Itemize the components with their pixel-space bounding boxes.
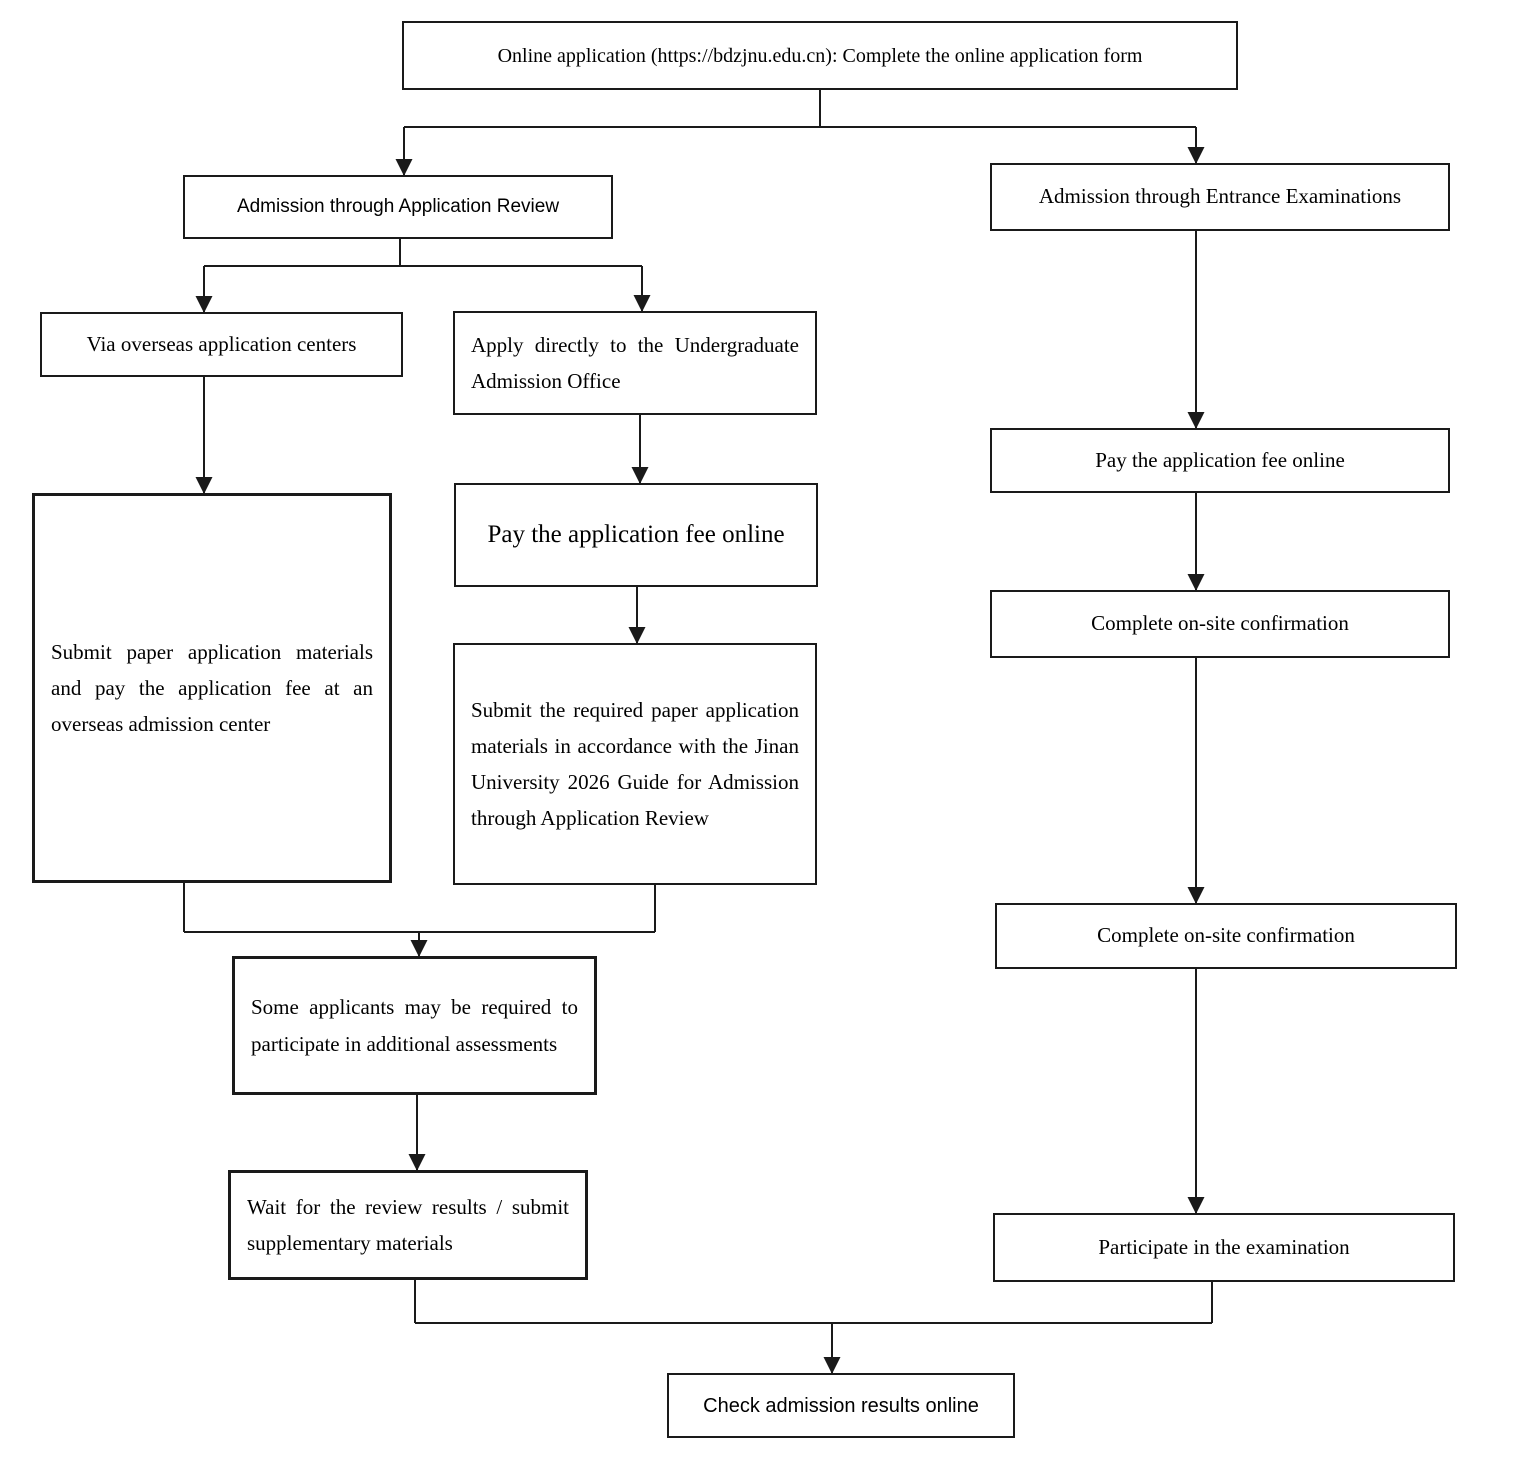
node-pay-fee-review: Pay the application fee online: [454, 483, 818, 587]
node-admission-application-review: Admission through Application Review: [183, 175, 613, 239]
node-label: Complete on-site confirmation: [1091, 611, 1349, 636]
node-online-application: Online application (https://bdzjnu.edu.c…: [402, 21, 1238, 90]
node-label: Admission through Application Review: [236, 195, 560, 217]
node-label: Via overseas application centers: [86, 331, 357, 356]
node-label: Online application (https://bdzjnu.edu.c…: [497, 44, 1143, 67]
node-label: Check admission results online: [703, 1394, 979, 1417]
node-submit-overseas-materials: Submit paper application materials and p…: [32, 493, 392, 883]
node-admission-entrance-exams: Admission through Entrance Examinations: [990, 163, 1450, 231]
node-participate-exam: Participate in the examination: [993, 1213, 1455, 1282]
node-apply-directly: Apply directly to the Undergraduate Admi…: [453, 311, 817, 415]
flow-connectors: [183, 90, 1213, 1374]
node-label: Submit the required paper application ma…: [471, 697, 799, 831]
node-label: Some applicants may be required to parti…: [251, 995, 578, 1056]
node-check-results: Check admission results online: [667, 1373, 1015, 1438]
node-label: Participate in the examination: [1098, 1234, 1350, 1259]
node-label: Pay the application fee online: [1095, 447, 1345, 472]
node-pay-fee-exam: Pay the application fee online: [990, 428, 1450, 493]
node-label: Submit paper application materials and p…: [51, 639, 373, 737]
node-onsite-confirmation-2: Complete on-site confirmation: [995, 903, 1457, 969]
node-onsite-confirmation-1: Complete on-site confirmation: [990, 590, 1450, 658]
node-submit-required-materials: Submit the required paper application ma…: [453, 643, 817, 885]
node-label: Wait for the review results / submit sup…: [247, 1194, 569, 1255]
node-additional-assessments: Some applicants may be required to parti…: [232, 956, 597, 1095]
node-label: Admission through Entrance Examinations: [1038, 184, 1402, 209]
node-label: Pay the application fee online: [487, 520, 785, 548]
node-label: Complete on-site confirmation: [1097, 923, 1355, 948]
node-label: Apply directly to the Undergraduate Admi…: [471, 332, 799, 393]
node-via-overseas-centers: Via overseas application centers: [40, 312, 403, 377]
node-wait-results: Wait for the review results / submit sup…: [228, 1170, 588, 1280]
